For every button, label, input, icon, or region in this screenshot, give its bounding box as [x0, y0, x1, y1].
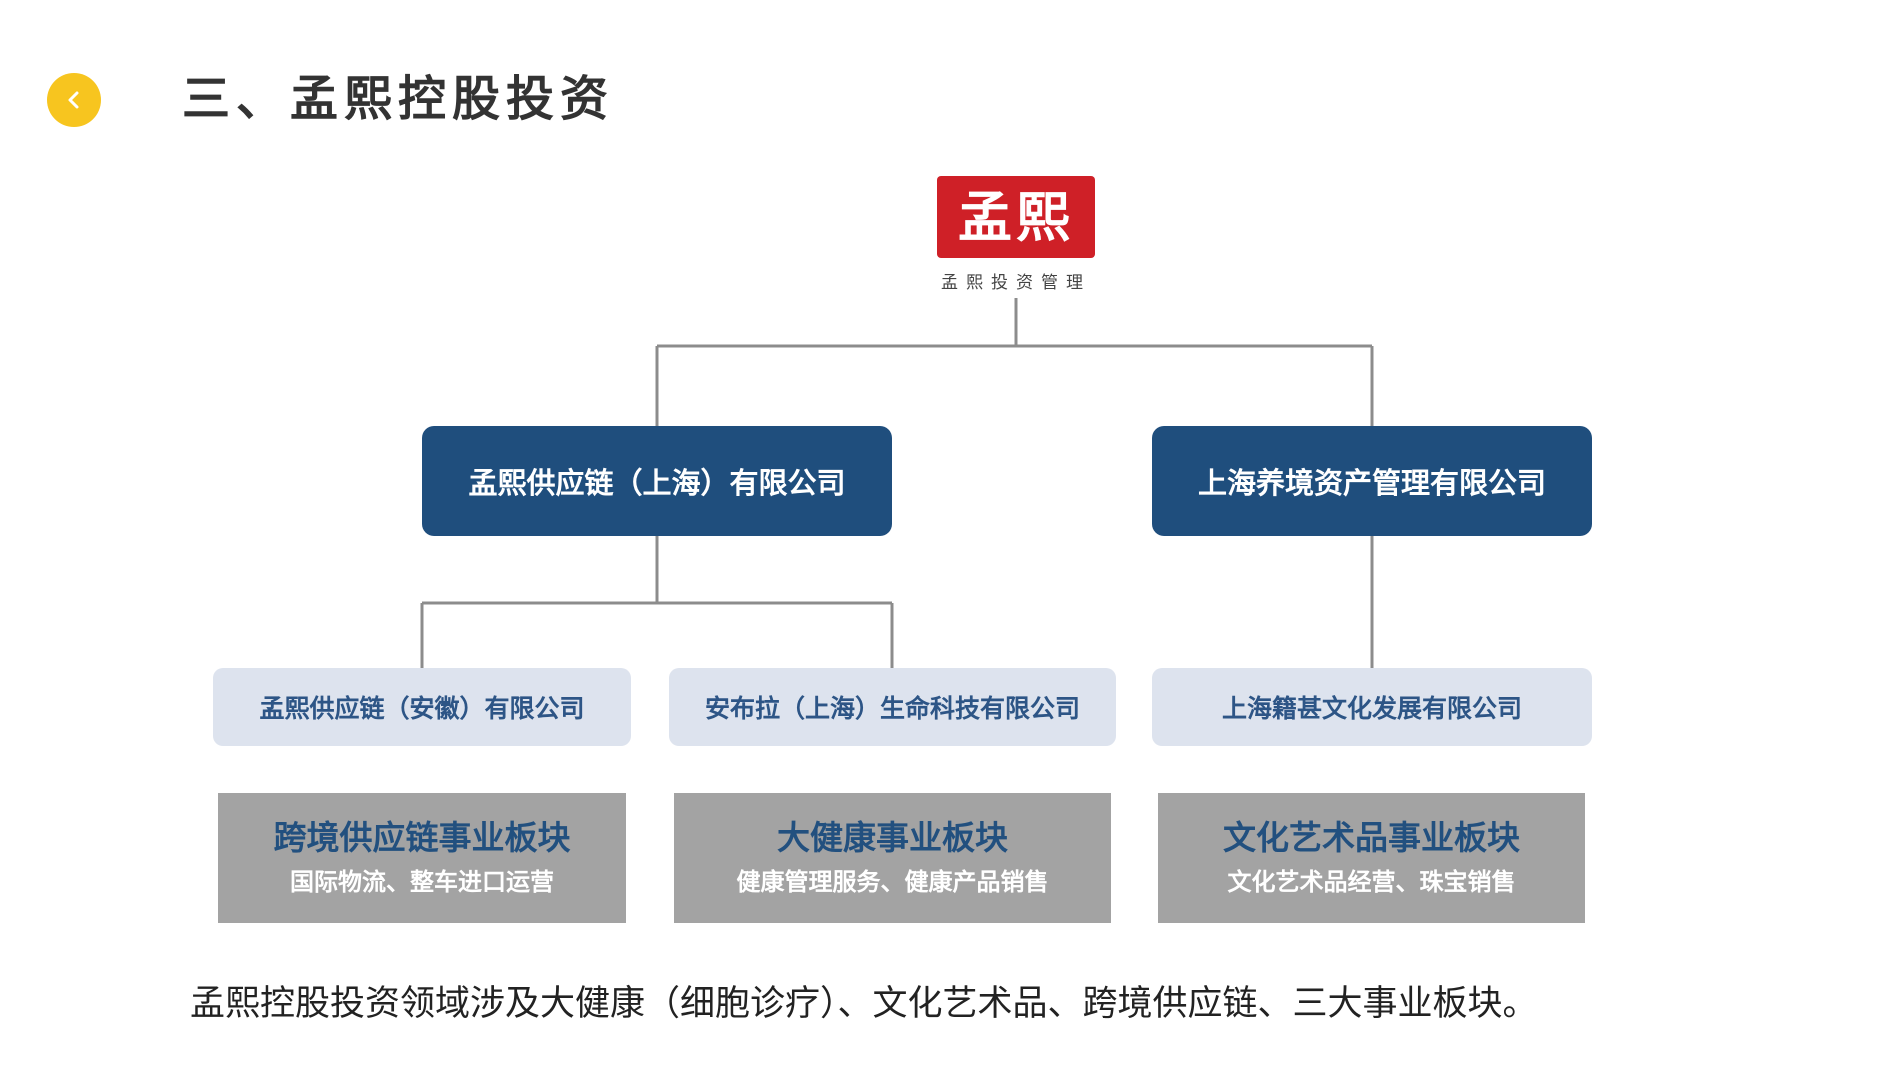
org-chart: 孟熙 孟熙投资管理 孟熙供应链（上海）有限公司 上海养境资产管理有限公司 孟熙供…	[210, 158, 1600, 938]
logo-caption: 孟熙投资管理	[941, 273, 1091, 293]
node-label: 孟熙供应链（上海）有限公司	[468, 466, 846, 500]
segment-name: 大健康事业板块	[777, 818, 1008, 857]
segment-big-health: 大健康事业板块 健康管理服务、健康产品销售	[674, 793, 1111, 923]
segment-desc: 国际物流、整车进口运营	[290, 868, 554, 896]
page-title: 三、孟熙控股投资	[182, 71, 615, 127]
node-mengxi-supply-chain-shanghai: 孟熙供应链（上海）有限公司	[422, 426, 892, 536]
logo-seal: 孟熙	[937, 176, 1095, 258]
summary-text: 孟熙控股投资领域涉及大健康（细胞诊疗）、文化艺术品、跨境供应链、三大事业板块。	[190, 984, 1538, 1024]
node-shanghai-jishen-culture: 上海籍甚文化发展有限公司	[1152, 668, 1592, 746]
node-anbula-life-tech: 安布拉（上海）生命科技有限公司	[669, 668, 1116, 746]
company-logo: 孟熙 孟熙投资管理	[930, 176, 1102, 296]
node-label: 安布拉（上海）生命科技有限公司	[704, 694, 1080, 723]
segment-culture-art: 文化艺术品事业板块 文化艺术品经营、珠宝销售	[1158, 793, 1585, 923]
back-button[interactable]	[47, 73, 101, 127]
node-label: 上海养境资产管理有限公司	[1197, 466, 1546, 500]
segment-cross-border-supply-chain: 跨境供应链事业板块 国际物流、整车进口运营	[218, 793, 626, 923]
node-label: 孟熙供应链（安徽）有限公司	[259, 694, 585, 723]
segment-name: 跨境供应链事业板块	[273, 818, 571, 857]
segment-name: 文化艺术品事业板块	[1223, 818, 1520, 857]
chevron-left-icon	[68, 91, 79, 109]
logo-mark-text: 孟熙	[958, 185, 1074, 249]
node-label: 上海籍甚文化发展有限公司	[1221, 694, 1522, 723]
node-shanghai-yangjing-asset: 上海养境资产管理有限公司	[1152, 426, 1592, 536]
node-mengxi-supply-chain-anhui: 孟熙供应链（安徽）有限公司	[213, 668, 631, 746]
segment-desc: 文化艺术品经营、珠宝销售	[1227, 868, 1516, 896]
org-chart-connectors	[420, 298, 1374, 668]
segment-desc: 健康管理服务、健康产品销售	[736, 868, 1049, 896]
